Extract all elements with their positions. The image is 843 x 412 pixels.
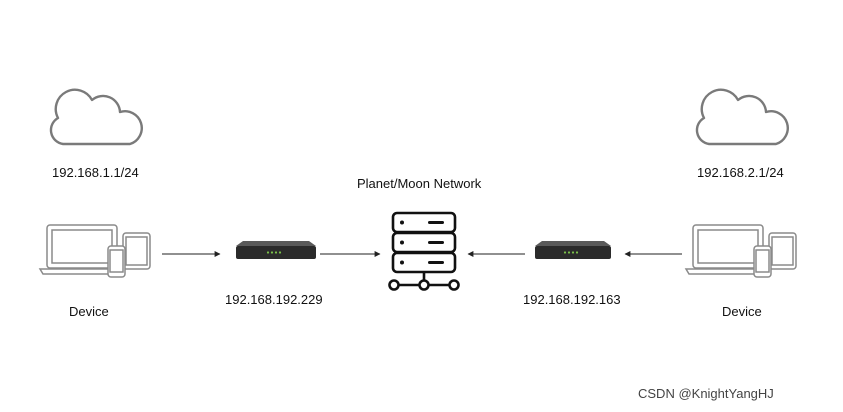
right-subnet-label: 192.168.2.1/24 [697, 165, 784, 180]
center-network-title: Planet/Moon Network [357, 176, 482, 191]
server-indicator-marks [400, 220, 444, 265]
right-device-label: Device [722, 304, 762, 319]
device-group-icon-right [684, 224, 797, 278]
router-icon-right [535, 241, 611, 259]
server-icon [388, 211, 460, 291]
left-subnet-label: 192.168.1.1/24 [52, 165, 139, 180]
device-group-icon-left [38, 224, 151, 278]
cloud-icon-right [695, 88, 789, 146]
watermark-text: CSDN @KnightYangHJ [638, 386, 774, 401]
left-device-label: Device [69, 304, 109, 319]
router-icon-left [236, 241, 316, 259]
cloud-icon-left [49, 88, 143, 146]
right-router-ip: 192.168.192.163 [523, 292, 621, 307]
left-router-ip: 192.168.192.229 [225, 292, 323, 307]
